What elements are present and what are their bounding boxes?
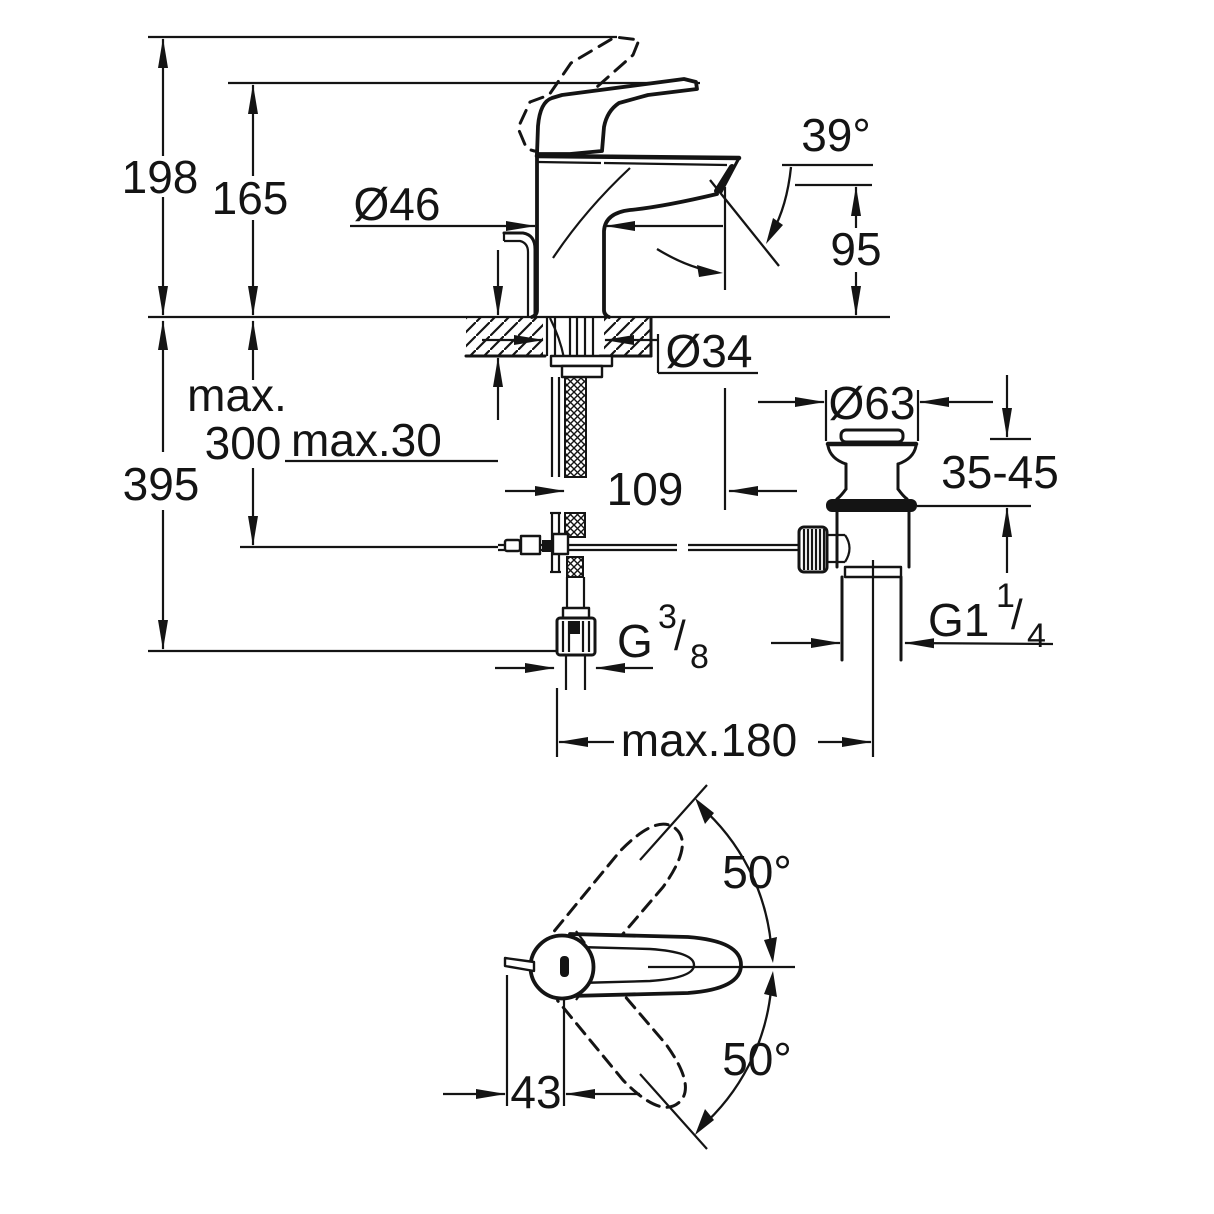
swing-line-lower [639, 1073, 708, 1150]
supply-nut [555, 616, 597, 657]
dim-label-spout-angle: 39° [801, 109, 871, 161]
pull-rod [502, 231, 537, 319]
dim-label-hose-drop-1: max. [187, 369, 287, 421]
pop-up-waste [797, 428, 919, 757]
dim-label-deck-thickness: max.30 [291, 414, 442, 466]
waste-seal-washer [826, 499, 917, 512]
dim-label-spout-reach: 109 [607, 463, 684, 515]
waste-plug [839, 428, 905, 444]
handle-top-view [443, 784, 795, 1150]
dim-label-handle-offset: 43 [510, 1066, 561, 1118]
dim-label-lever-height: 165 [212, 172, 289, 224]
dim-label-body-diameter: Ø46 [354, 178, 441, 230]
dim-label-hose-drop-2: 300 [205, 417, 282, 469]
dim-label-spout-height: 95 [830, 223, 881, 275]
dim-label-max-spread: max.180 [621, 714, 797, 766]
handle-lever [535, 77, 699, 156]
dim-label-supply-length: 395 [123, 458, 200, 510]
dim-label-waste-thread: G1 1 / 4 [928, 565, 1046, 655]
handle-top-solid [568, 932, 743, 998]
handle-top-dashed-up [553, 822, 684, 967]
dimension-labels: 198 165 Ø46 39° 95 Ø34 max. 300 max.30 3… [122, 109, 1059, 1118]
knob-stem-mark [560, 956, 569, 977]
faucet-side-view [464, 35, 919, 757]
supply-hose-and-rod [550, 376, 597, 690]
dim-label-supply-thread: G 3 / 8 [617, 586, 709, 676]
spout-angle-construction [656, 166, 793, 277]
aerator [714, 164, 735, 194]
deck-section [464, 316, 653, 379]
swing-arc-upper [699, 805, 773, 945]
dim-label-hole-diameter: Ø34 [666, 325, 753, 377]
knob-pin [503, 956, 536, 973]
spout-underside [602, 192, 719, 319]
dim-label-swing-lower: 50° [722, 1033, 792, 1085]
pop-up-linkage [498, 532, 799, 556]
dim-label-deck-range: 35-45 [941, 446, 1059, 498]
dimensions [158, 38, 1054, 747]
handle-open-dashed [516, 35, 641, 154]
dim-label-overall-height: 198 [122, 151, 199, 203]
swing-arc-lower [699, 989, 773, 1129]
spout-top-edge [534, 153, 742, 161]
dim-label-swing-upper: 50° [722, 846, 792, 898]
reference-lines [148, 35, 1031, 757]
dim-label-flange-diameter: Ø63 [829, 377, 916, 429]
swing-line-upper [639, 784, 708, 861]
